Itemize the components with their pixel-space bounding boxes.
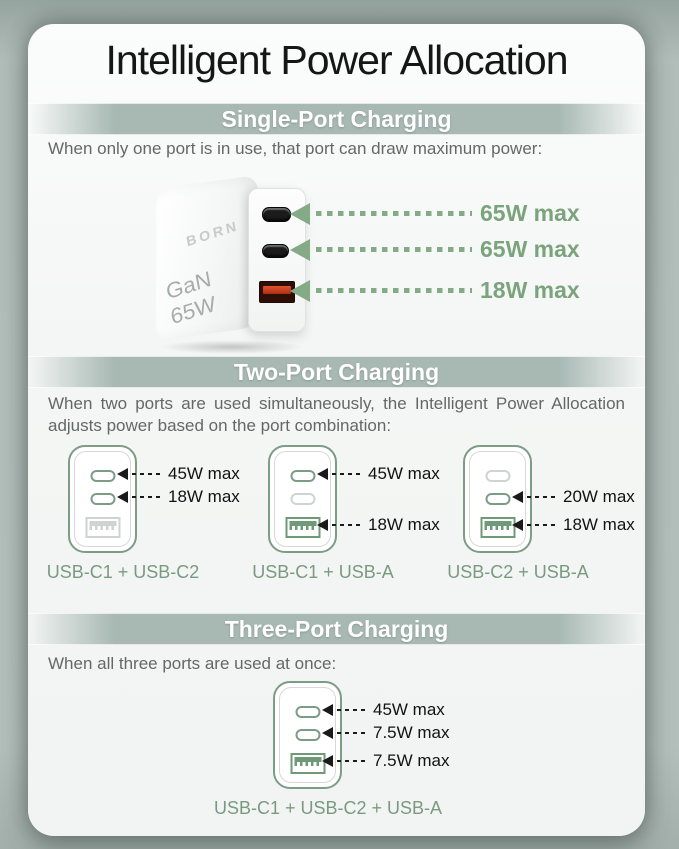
callout-row-usb-a: 7.5W max <box>322 751 450 770</box>
usb-a-port-icon <box>480 517 515 538</box>
combo-label: USB-C2 + USB-A <box>447 562 589 582</box>
combo-label: USB-C1 + USB-C2 + USB-A <box>213 798 443 818</box>
banner-label: Two-Port Charging <box>233 359 440 385</box>
charger-diagram <box>463 445 532 553</box>
usb-a-port-icon <box>85 517 120 538</box>
combo-usbc1-usbc2: 45W max 18W max USB-C1 + USB-C2 <box>47 445 268 605</box>
arrow-left-icon <box>512 519 523 531</box>
arrow-left-icon <box>317 519 328 531</box>
dotted-line <box>132 472 162 476</box>
arrow-left-icon <box>290 202 310 225</box>
callout-value: 65W max <box>480 236 580 262</box>
arrow-left-icon <box>290 238 310 261</box>
callout-value: 18W max <box>368 515 440 534</box>
charger-face-outline <box>469 451 526 547</box>
combo-usbc2-usba: 20W max 18W max USB-C2 + USB-A <box>447 445 663 605</box>
dotted-line <box>316 247 472 252</box>
dotted-line <box>337 759 367 763</box>
usb-a-tongue <box>294 757 321 766</box>
charger-face-outline <box>279 687 336 783</box>
usb-c2-port-icon <box>295 729 320 741</box>
two-port-figures: 45W max 18W max USB-C1 + USB-C2 45W max <box>28 445 645 605</box>
usb-a-tongue <box>289 521 316 530</box>
callout-value: 45W max <box>373 700 445 719</box>
page-title: Intelligent Power Allocation <box>105 37 568 83</box>
callout-row-usb-c1: 45W max <box>117 464 240 483</box>
callout-value: 45W max <box>168 464 240 483</box>
dotted-line <box>316 211 472 216</box>
two-port-description: When two ports are used simultaneously, … <box>48 394 625 436</box>
combo-label: USB-C1 + USB-C2 <box>46 562 200 582</box>
usb-c1-port-icon <box>485 470 510 482</box>
usb-a-tongue <box>89 521 116 530</box>
callout-row-usb-c1: 45W max <box>317 464 440 483</box>
usb-a-tongue <box>484 521 511 530</box>
callout-row-usb-c2: 65W max <box>290 236 580 263</box>
charger-diagram <box>268 445 337 553</box>
combo-label: USB-C1 + USB-A <box>252 562 394 582</box>
arrow-left-icon <box>117 468 128 480</box>
callout-value: 7.5W max <box>373 723 450 742</box>
single-port-description: When only one port is in use, that port … <box>48 139 543 158</box>
arrow-left-icon <box>117 491 128 503</box>
dotted-line <box>337 708 367 712</box>
callout-row-usb-c2: 20W max <box>512 487 635 506</box>
usb-c2-port-icon <box>90 493 115 505</box>
callout-row-usb-a: 18W max <box>317 515 440 534</box>
usb-c1-port-icon <box>262 207 291 222</box>
arrow-left-icon <box>512 491 523 503</box>
dotted-line <box>132 495 162 499</box>
callout-value: 18W max <box>563 515 635 534</box>
arrow-left-icon <box>322 727 333 739</box>
section-banner-two-port: Two-Port Charging <box>28 356 645 388</box>
usb-c2-port-icon <box>262 244 289 258</box>
usb-c1-port-icon <box>295 706 320 718</box>
section-banner-three-port: Three-Port Charging <box>28 613 645 645</box>
callout-value: 7.5W max <box>373 751 450 770</box>
callout-row-usb-a: 18W max <box>512 515 635 534</box>
usb-a-tongue <box>263 286 291 294</box>
callout-row-usb-a: 18W max <box>290 277 580 304</box>
three-port-description: When all three ports are used at once: <box>48 654 337 673</box>
brand-logo: BORN <box>185 217 241 250</box>
dotted-line <box>316 288 472 293</box>
arrow-left-icon <box>317 468 328 480</box>
dotted-line <box>332 472 362 476</box>
charger-photo: BORN GaN 65W <box>154 174 310 354</box>
usb-c1-port-icon <box>290 470 315 482</box>
charger-side-face: BORN GaN 65W <box>156 174 258 342</box>
arrow-left-icon <box>322 755 333 767</box>
combo-usbc1-usba: 45W max 18W max USB-C1 + USB-A <box>252 445 468 605</box>
arrow-left-icon <box>290 279 310 302</box>
usb-c2-port-icon <box>290 493 315 505</box>
usb-c1-port-icon <box>90 470 115 482</box>
banner-label: Single-Port Charging <box>221 106 452 132</box>
single-port-figure: BORN GaN 65W 65W max 65W max 18W max <box>28 164 645 354</box>
banner-label: Three-Port Charging <box>224 616 449 642</box>
callout-row-usb-c2: 7.5W max <box>322 723 450 742</box>
charger-face-outline <box>74 451 131 547</box>
callout-row-usb-c1: 45W max <box>322 700 445 719</box>
callout-value: 45W max <box>368 464 440 483</box>
callout-value: 65W max <box>480 200 580 226</box>
usb-a-port-icon <box>285 517 320 538</box>
callout-value: 18W max <box>480 277 580 303</box>
callout-row-usb-c2: 18W max <box>117 487 240 506</box>
callout-value: 20W max <box>563 487 635 506</box>
arrow-left-icon <box>322 704 333 716</box>
three-port-figure: 45W max 7.5W max 7.5W max USB-C1 + USB-C… <box>214 681 573 831</box>
dotted-line <box>527 495 557 499</box>
callout-value: 18W max <box>168 487 240 506</box>
callout-row-usb-c1: 65W max <box>290 200 580 227</box>
dotted-line <box>527 523 557 527</box>
dotted-line <box>337 731 367 735</box>
dotted-line <box>332 523 362 527</box>
usb-c2-port-icon <box>485 493 510 505</box>
usb-a-port-icon <box>290 753 325 774</box>
charger-face-outline <box>274 451 331 547</box>
section-banner-single-port: Single-Port Charging <box>28 103 645 135</box>
infographic-card: Intelligent Power Allocation Single-Port… <box>28 24 645 836</box>
